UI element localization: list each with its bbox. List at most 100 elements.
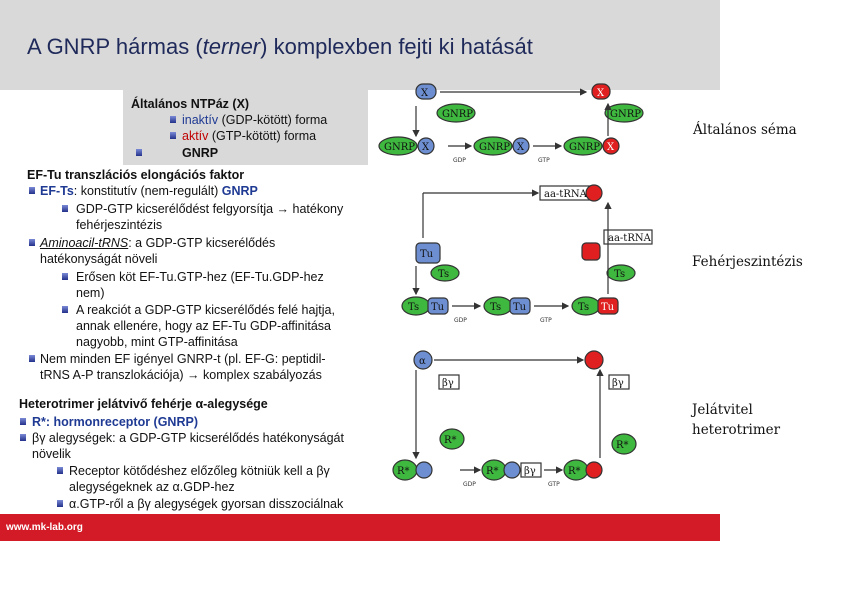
gnrp-label: GNRP	[442, 109, 473, 120]
cycle-diagrams: X X GNRP GNRP GNRP X GNRP X GNRP X aa-tR…	[378, 83, 653, 488]
alpha-node	[584, 350, 604, 370]
rstar-label: R*	[486, 466, 499, 477]
bg-label: βγ	[612, 378, 624, 389]
gtp-label: GTP	[538, 157, 550, 164]
alpha-node	[413, 350, 433, 370]
gnrp-label: GNRP	[479, 142, 510, 153]
bullet-icon	[136, 149, 142, 156]
side-label-protein: Fehérjeszintézis	[692, 254, 803, 270]
alpha-node	[415, 461, 433, 479]
ts-label: Ts	[438, 269, 449, 280]
protein-cycle	[401, 184, 653, 316]
reaction-detail-1: A reakciót a GDP-GTP kicserélődés felé h…	[76, 303, 335, 317]
rstar-label: R*	[397, 466, 410, 477]
gtp-label: GTP	[548, 481, 560, 488]
footer-bar: www.mk-lab.org	[0, 514, 720, 541]
nucleotide-labels: GDP GTP GDP GTP GDP GTP	[453, 157, 560, 488]
rstar-label: R*	[616, 440, 629, 451]
bullet-icon	[62, 205, 68, 212]
tu-label: Tu	[513, 302, 527, 313]
bg-node	[438, 374, 460, 390]
gtp-label: GTP	[540, 317, 552, 324]
gnrp-label: GNRP	[182, 146, 219, 160]
alpha-node	[585, 461, 603, 479]
bullet-icon	[29, 187, 35, 194]
ts-label: Ts	[408, 302, 419, 313]
ef-g-line-1: Nem minden EF igényel GNRP-t (pl. EF-G: …	[40, 352, 326, 366]
active-form: aktív (GTP-kötött) forma	[182, 129, 317, 143]
tu-node	[415, 242, 441, 264]
bg-label: βγ	[524, 466, 536, 477]
bullet-icon	[20, 434, 26, 441]
aatrna-label: aa-tRNA	[544, 189, 588, 200]
tu-gtp-node	[585, 184, 603, 202]
side-label-signal-2: heterotrimer	[692, 422, 781, 438]
tu-node	[597, 297, 619, 315]
rstar-label: R*	[444, 435, 457, 446]
title-bar: A GNRP hármas (terner) komplexben fejti …	[0, 0, 720, 90]
bullet-icon	[29, 355, 35, 362]
aatrna-box	[603, 229, 653, 245]
side-label-general: Általános séma	[693, 122, 797, 138]
side-label-signal-1: Jelátvitel	[692, 402, 753, 418]
x-node	[512, 137, 530, 155]
efts-line: EF-Ts: konstitutív (nem-regulált) GNRP	[40, 184, 258, 198]
ntpase-box	[123, 90, 368, 165]
aatrna-detail-1: Erősen köt EF-Tu.GTP-hez (EF-Tu.GDP-hez	[76, 270, 324, 284]
tu-node	[581, 242, 601, 261]
bullet-icon	[57, 467, 63, 474]
gnrp-node	[378, 136, 418, 156]
x-node	[417, 137, 435, 155]
bg-line-2: növelik	[32, 447, 71, 461]
bullet-icon	[170, 116, 176, 123]
bullet-icon	[62, 273, 68, 280]
alpha-label: α	[419, 356, 426, 367]
signal-cycle	[392, 350, 637, 481]
bg-node	[520, 462, 542, 478]
eftu-heading: EF-Tu transzlációs elongációs faktor	[27, 168, 245, 182]
efts-detail-2: fehérjeszintézis	[76, 218, 163, 232]
slide-title: A GNRP hármas (terner) komplexben fejti …	[27, 34, 533, 59]
gdp-label: GDP	[454, 317, 467, 324]
ts-node	[430, 264, 460, 282]
x-label: X	[597, 88, 605, 99]
x-label: X	[421, 88, 429, 99]
ntpase-heading: Általános NTPáz (X)	[131, 97, 250, 111]
bullet-icon	[29, 239, 35, 246]
gnrp-label: GNRP	[384, 142, 415, 153]
x-node	[602, 137, 620, 155]
footer-url: www.mk-lab.org	[6, 522, 83, 533]
bullet-icon	[20, 418, 26, 425]
aatrna-line-2: hatékonyságát növeli	[40, 252, 158, 266]
rstar-node	[439, 428, 465, 450]
alpha-node	[503, 461, 521, 479]
x-gtp-node	[591, 83, 611, 100]
gnrp-label: GNRP	[610, 109, 641, 120]
bg-node	[608, 374, 630, 390]
gnrp-node	[436, 103, 476, 123]
tu-label: Tu	[431, 302, 445, 313]
tu-node	[427, 297, 449, 315]
bullet-icon	[170, 132, 176, 139]
gdp-label: GDP	[453, 157, 466, 164]
inactive-form: inaktív (GDP-kötött) forma	[182, 113, 328, 127]
diagram-labels: X X GNRP GNRP GNRP X GNRP X GNRP X aa-tR…	[384, 88, 652, 477]
bg-label: βγ	[442, 378, 454, 389]
ts-node	[606, 264, 636, 282]
dissociation-line: α.GTP-ről a βγ alegységek gyorsan disszo…	[69, 497, 344, 511]
ts-label: Ts	[578, 302, 589, 313]
reaction-detail-3: nagyobb, mint GTP-affinitása	[76, 335, 238, 349]
reaction-detail-2: annak ellenére, hogy az EF-Tu GDP-affini…	[76, 319, 331, 333]
efts-detail-1: GDP-GTP kicserélődést felgyorsítja → hat…	[76, 202, 344, 216]
bg-line-1: βγ alegységek: a GDP-GTP kicserélődés ha…	[32, 431, 344, 445]
binding-line-1: Receptor kötődéshez előzőleg kötniük kel…	[69, 464, 330, 478]
x-label: X	[607, 142, 615, 153]
rstar-node	[611, 433, 637, 455]
gnrp-node	[563, 136, 603, 156]
aatrna-line: Aminoacil-tRNS: a GDP-GTP kicserélődés	[40, 236, 276, 250]
general-cycle	[378, 83, 644, 156]
aatrna-label: aa-tRNA	[608, 233, 652, 244]
tu-node	[509, 297, 531, 315]
tu-label: Tu	[601, 302, 615, 313]
hetero-heading: Heterotrimer jelátvivő fehérje α-alegysé…	[19, 397, 268, 411]
